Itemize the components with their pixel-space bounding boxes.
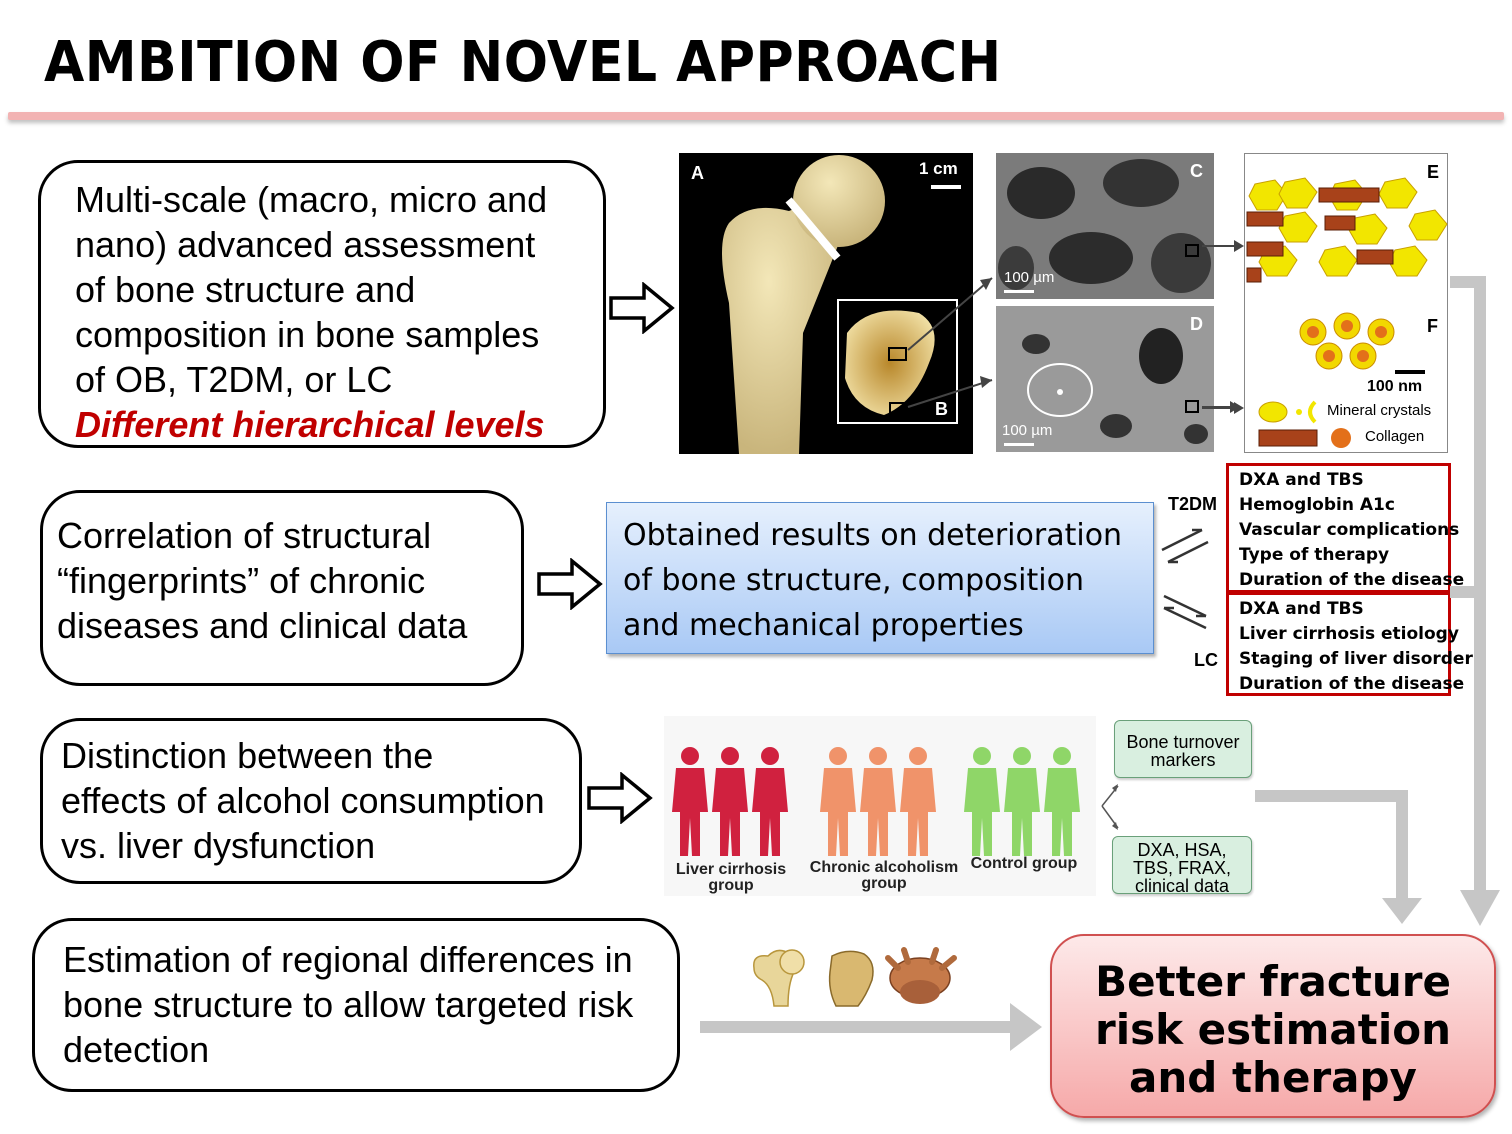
liver-group-figures [672, 747, 788, 856]
box1-line: nano) advanced assessment [75, 224, 536, 265]
collagen-legend: Collagen [1365, 428, 1425, 445]
arrow-right-icon [1202, 402, 1244, 414]
box1-line: of bone structure and [75, 269, 416, 310]
bidirectional-arrow-icon [1163, 594, 1207, 630]
panel-c-scale: 100 µm [1004, 269, 1055, 286]
obtained-line: of bone structure, composition [623, 563, 1084, 598]
better-line: Better fracture [1095, 957, 1451, 1006]
hollow-arrow-right-icon [587, 772, 653, 824]
list-item: Type of therapy [1239, 545, 1390, 565]
tibia-head-icon [828, 950, 874, 1007]
list-item: DXA and TBS [1239, 599, 1364, 619]
panel-d-scale: 100 µm [1002, 422, 1053, 439]
panel-c-label: C [1190, 161, 1203, 181]
title-underline [8, 112, 1504, 120]
better-fracture-risk-box: Better fracture risk estimation and ther… [1050, 934, 1496, 1118]
panel-d-label: D [1190, 314, 1203, 334]
box1-line: of OB, T2DM, or LC [75, 359, 393, 400]
zoom-connector-arrows [907, 277, 1240, 413]
control-group-figures [964, 747, 1080, 856]
femur-photo-panel: A 1 cm B [679, 153, 973, 454]
chronic-alcoholism-group-label: Chronic alcoholism group [809, 859, 959, 892]
lc-clinical-list: DXA and TBS Liver cirrhosis etiology Sta… [1226, 592, 1473, 696]
lc-label: LC [1194, 650, 1218, 670]
hollow-arrow-right-icon [609, 282, 675, 334]
control-group-label: Control group [970, 855, 1078, 872]
box1-line: composition in bone samples [75, 314, 540, 355]
hollow-arrow-right-icon [537, 558, 603, 610]
better-line: risk estimation [1095, 1005, 1451, 1054]
trabecular-network-illustration [996, 153, 1214, 299]
box4-line: detection [63, 1029, 210, 1070]
box2-line: diseases and clinical data [57, 605, 468, 646]
list-item: DXA and TBS [1239, 470, 1364, 490]
femur-illustration [722, 155, 961, 454]
box3-line: Distinction between the [61, 735, 434, 776]
box1-line: Multi-scale (macro, micro and [75, 179, 548, 220]
arrow-right-icon [1202, 240, 1244, 252]
clinical-data-box: DXA, HSA, TBS, FRAX, clinical data [1112, 836, 1252, 895]
bone-turnover-markers-box: Bone turnover markers [1114, 720, 1252, 778]
vertebra-icon [885, 947, 957, 1004]
obtained-results-box: Obtained results on deterioration of bon… [606, 502, 1154, 654]
obtained-line: Obtained results on deterioration [623, 518, 1123, 553]
box3-line: vs. liver dysfunction [61, 825, 376, 866]
box4-line: bone structure to allow targeted risk [63, 984, 634, 1025]
study-groups-panel: Liver cirrhosis group Chronic alcoholism… [664, 716, 1096, 896]
list-item: Vascular complications [1239, 520, 1460, 540]
micro-cortical-panel: D 100 µm [996, 306, 1214, 452]
liver-cirrhosis-group-label: Liver cirrhosis group [675, 861, 787, 894]
list-item: Duration of the disease [1239, 570, 1465, 590]
correlation-box: Correlation of structural “fingerprints”… [40, 490, 524, 686]
micro-trabecular-panel: C 100 µm [996, 153, 1214, 299]
cortical-bone-illustration [996, 306, 1214, 452]
multiscale-assessment-box: Multi-scale (macro, micro and nano) adva… [38, 160, 606, 448]
page-title: AMBITION OF NOVEL APPROACH [44, 30, 1002, 95]
t2dm-label: T2DM [1168, 494, 1217, 514]
obtained-line: and mechanical properties [623, 608, 1024, 643]
mineral-collagen-illustration [1246, 177, 1448, 448]
bidirectional-arrow-icon [1161, 528, 1209, 564]
panel-a-label: A [691, 163, 704, 183]
alcohol-group-figures [820, 747, 936, 856]
list-item: Hemoglobin A1c [1239, 495, 1395, 515]
branch-arrow-icon [1101, 784, 1119, 830]
human-figures-illustration [672, 747, 1080, 856]
alcohol-liver-distinction-box: Distinction between the effects of alcoh… [40, 718, 582, 884]
panel-a-scale: 1 cm [919, 159, 958, 178]
panel-f-label: F [1427, 316, 1438, 336]
panel-e-label: E [1427, 162, 1440, 182]
better-line: and therapy [1129, 1053, 1417, 1102]
mineral-crystals-legend: Mineral crystals [1327, 402, 1432, 419]
nano-structure-panel: E F 100 nm Mineral crystals Collagen [1244, 153, 1448, 453]
gray-flow-arrows [700, 276, 1500, 1051]
hierarchical-levels-emphasis: Different hierarchical levels [75, 404, 545, 445]
box2-line: “fingerprints” of chronic [57, 560, 426, 601]
t2dm-clinical-list: DXA and TBS Hemoglobin A1c Vascular comp… [1226, 463, 1465, 593]
list-item: Duration of the disease [1239, 674, 1465, 694]
femur-head-icon [753, 949, 805, 1007]
box3-line: effects of alcohol consumption [61, 780, 545, 821]
bone-regions-icons [753, 947, 957, 1007]
panel-b-label: B [935, 399, 948, 419]
list-item: Liver cirrhosis etiology [1239, 624, 1459, 644]
regional-differences-box: Estimation of regional differences in bo… [32, 918, 680, 1092]
panel-f-scale: 100 nm [1367, 378, 1423, 395]
list-item: Staging of liver disorder [1239, 649, 1473, 669]
box4-line: Estimation of regional differences in [63, 939, 633, 980]
box2-line: Correlation of structural [57, 515, 432, 556]
